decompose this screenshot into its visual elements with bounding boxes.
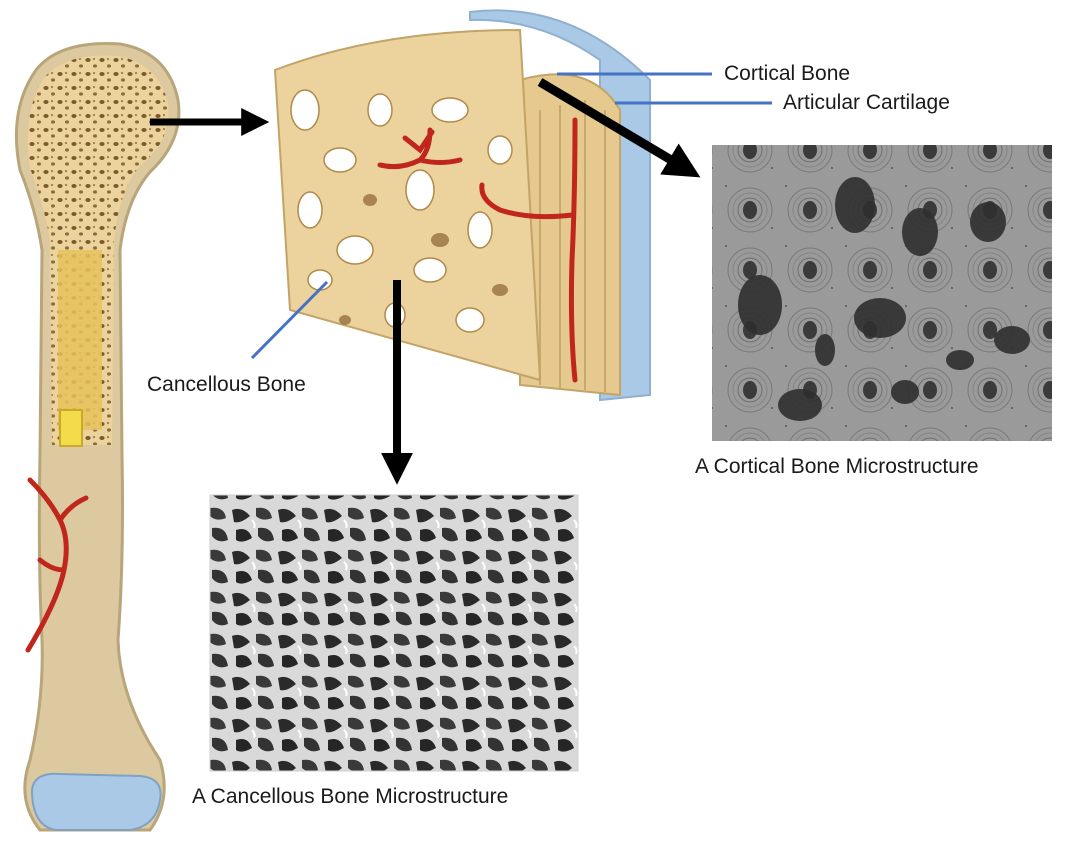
cortical-microstructure-image bbox=[712, 145, 1052, 441]
medullary-cavity bbox=[58, 250, 102, 430]
label-cortical-bone: Cortical Bone bbox=[724, 63, 850, 84]
label-cancellous-bone: Cancellous Bone bbox=[147, 374, 306, 395]
label-articular-cartilage: Articular Cartilage bbox=[783, 92, 950, 113]
marrow-plug bbox=[60, 410, 82, 446]
distal-cartilage bbox=[32, 774, 161, 830]
long-bone-illustration bbox=[16, 44, 179, 830]
cancellous-microstructure-image bbox=[210, 495, 578, 771]
label-cortical-microstructure: A Cortical Bone Microstructure bbox=[695, 456, 979, 477]
label-cancellous-microstructure: A Cancellous Bone Microstructure bbox=[192, 786, 508, 807]
bone-block-illustration bbox=[275, 10, 650, 400]
